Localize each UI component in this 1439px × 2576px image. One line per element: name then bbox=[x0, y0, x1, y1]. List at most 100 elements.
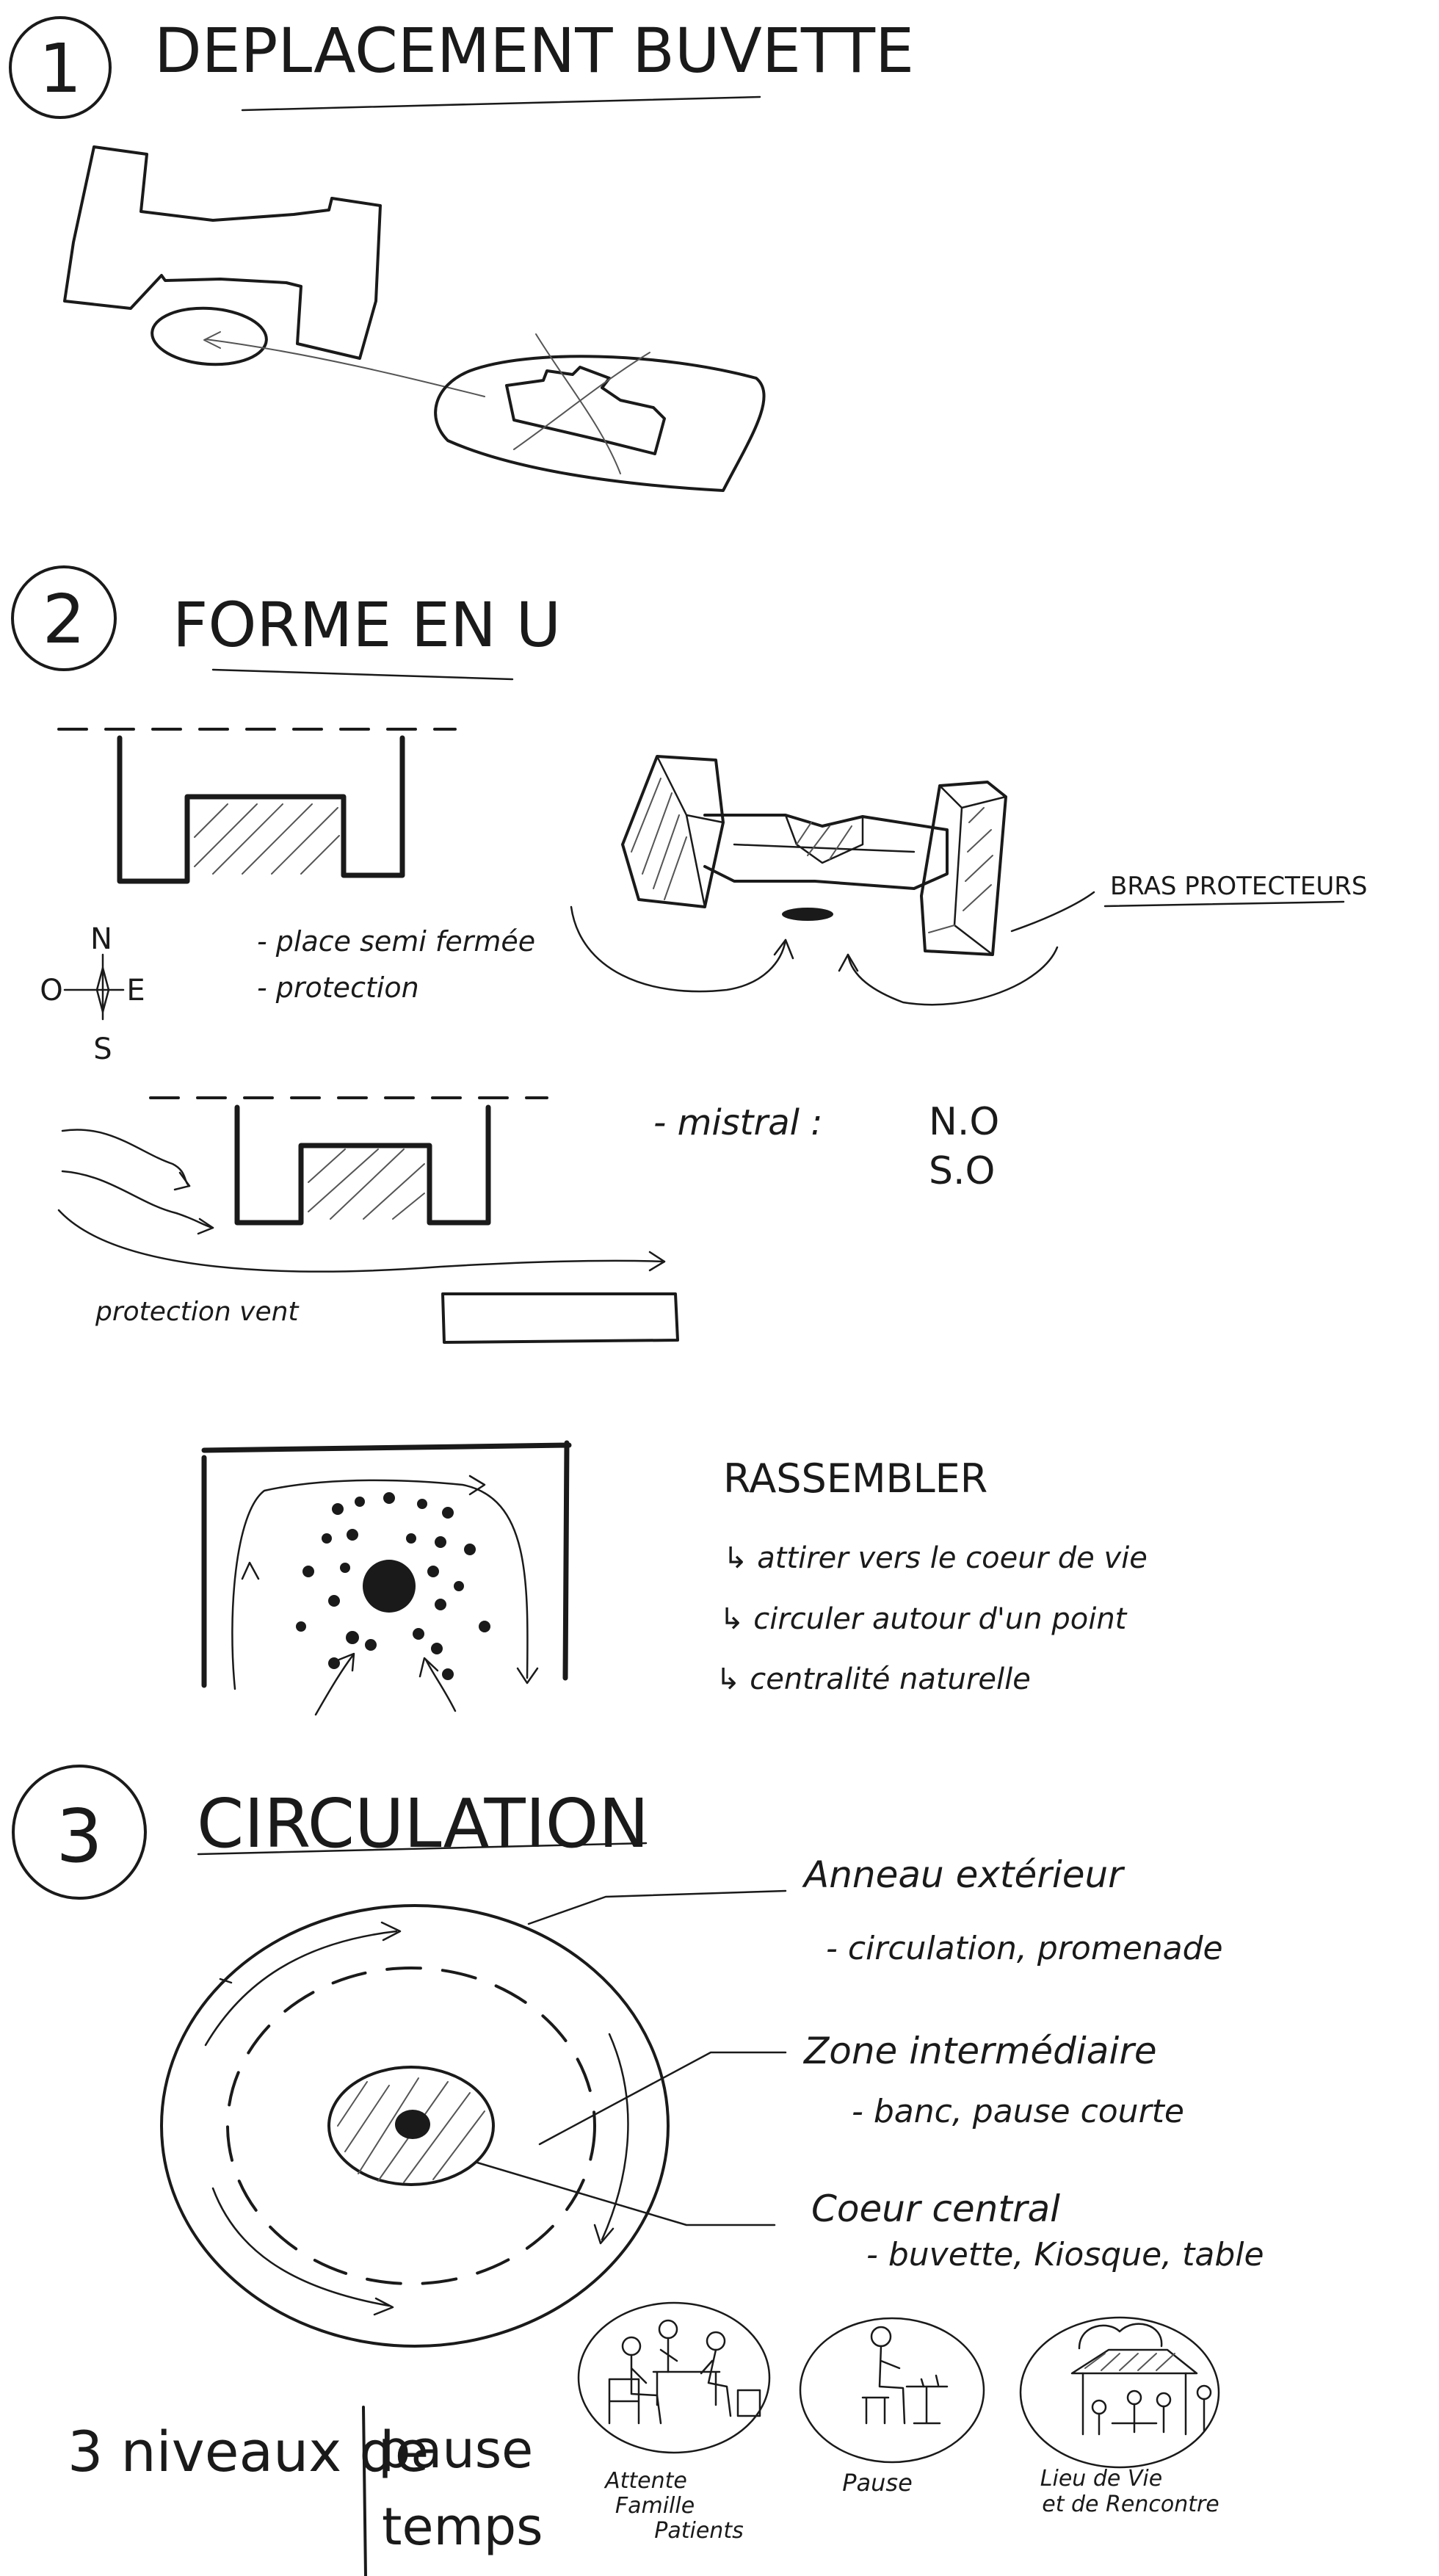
relocation-arrow-line bbox=[205, 339, 485, 397]
east-wing-hatching bbox=[928, 807, 993, 933]
central-buvette-point bbox=[395, 2110, 430, 2139]
compass-east: E bbox=[126, 974, 145, 1007]
meeting-pergola-roof bbox=[1070, 2348, 1198, 2375]
section-1-title: DEPLACEMENT BUVETTE bbox=[154, 15, 914, 87]
rassembler-item-3: ↳ centralité naturelle bbox=[716, 1663, 1031, 1696]
central-heart-ellipse bbox=[327, 2066, 495, 2186]
bras-label-leader bbox=[1010, 891, 1095, 933]
cross-out-stroke-2 bbox=[513, 352, 650, 450]
u-plan-1-building bbox=[117, 735, 405, 884]
rassembler-item-2: ↳ circuler autour d'un point bbox=[720, 1602, 1128, 1636]
old-site-outline bbox=[434, 355, 766, 492]
zone-central-name: Coeur central bbox=[811, 2188, 1060, 2230]
u-plan-1-courtyard bbox=[192, 802, 339, 872]
pause-heading-left: 3 niveaux de bbox=[68, 2419, 429, 2484]
waiting-person-1-body bbox=[630, 2354, 662, 2425]
compass-west: O bbox=[40, 974, 62, 1007]
u-building-perspective-sketch bbox=[570, 755, 1095, 1006]
zone-intermediate-detail: - banc, pause courte bbox=[852, 2093, 1184, 2130]
gathering-frame bbox=[201, 1440, 572, 1688]
flow-arrow-bottom-head bbox=[373, 2297, 394, 2316]
approach-arrow-2 bbox=[424, 1658, 457, 1712]
outer-ring bbox=[160, 1904, 670, 2348]
embrace-arrow-left bbox=[570, 905, 787, 993]
gathering-circulation-loop bbox=[231, 1479, 529, 1690]
vignette-meeting-caption-1: Lieu de Vie bbox=[1040, 2466, 1162, 2492]
vignette-pause-caption: Pause bbox=[842, 2469, 913, 2497]
section-3-number: 3 bbox=[56, 1793, 103, 1879]
u-plan-2-hatching bbox=[308, 1148, 425, 1220]
vignette-waiting-caption-1: Attente bbox=[603, 2468, 687, 2494]
compass-needle bbox=[95, 966, 110, 1013]
vignette-waiting: Attente Famille Patients bbox=[577, 2301, 771, 2544]
compass-rose: N S E O bbox=[40, 922, 145, 1066]
central-bar-volume bbox=[703, 814, 949, 890]
waiting-person-2-body bbox=[659, 2337, 678, 2373]
wind-line-2 bbox=[61, 1170, 214, 1229]
loop-arrow-top bbox=[468, 1475, 486, 1496]
vignette-pause-frame bbox=[799, 2317, 985, 2464]
pause-heading-pause: pause bbox=[378, 2420, 533, 2480]
pause-levels: 3 niveaux de pause temps Attente Famille… bbox=[68, 2301, 1220, 2576]
wind-barrier bbox=[441, 1292, 679, 1344]
mistral-label: - mistral : bbox=[653, 1102, 822, 1143]
note-semi-closed-place: - place semi fermée bbox=[257, 925, 535, 958]
u-plan-2-building bbox=[234, 1104, 491, 1226]
section-1: 1 DEPLACEMENT BUVETTE bbox=[9, 15, 914, 492]
waiting-person-2-head bbox=[658, 2319, 678, 2340]
section-2-title: FORME EN U bbox=[173, 589, 561, 661]
flow-arrow-bottom bbox=[211, 2187, 391, 2307]
cross-out-stroke-1 bbox=[535, 333, 621, 474]
mistral-direction-nw: N.O bbox=[929, 1100, 999, 1144]
mistral-direction-sw: S.O bbox=[929, 1149, 995, 1193]
zone-outer-detail: - circulation, promenade bbox=[826, 1930, 1223, 1967]
flow-arrow-top-head bbox=[380, 1921, 402, 1942]
flow-arrow-right bbox=[601, 2033, 629, 2241]
compass-cross bbox=[63, 953, 125, 1021]
section-2-title-underline bbox=[211, 668, 514, 681]
existing-building-outline bbox=[63, 145, 382, 360]
embrace-arrow-right bbox=[847, 946, 1059, 1006]
pause-stool bbox=[861, 2396, 890, 2425]
compass-south: S bbox=[93, 1032, 112, 1066]
zone-legend: Anneau extérieur - circulation, promenad… bbox=[802, 1853, 1264, 2273]
waiting-person-3-body bbox=[700, 2348, 732, 2417]
loop-arrow-right bbox=[516, 1667, 539, 1685]
section-3: 3 CIRCULATION Anneau extérieur - circula… bbox=[12, 1765, 1264, 2348]
section-3-title-underline bbox=[197, 1842, 648, 1856]
west-wing-hatching bbox=[631, 778, 687, 900]
embrace-arrow-right-head bbox=[838, 953, 859, 972]
section-1-title-underline bbox=[241, 95, 761, 112]
meeting-person-3-head bbox=[1156, 2392, 1172, 2408]
rassembler-notes: RASSEMBLER ↳ attirer vers le coeur de vi… bbox=[716, 1455, 1148, 1696]
bras-protecteurs-underline bbox=[1103, 900, 1345, 908]
meeting-pergola-posts bbox=[1081, 2372, 1187, 2436]
gathering-diagram bbox=[201, 1440, 572, 1716]
new-buvette-location bbox=[151, 306, 268, 366]
section-2: 2 FORME EN U N S E O - place semi fermée… bbox=[11, 565, 1367, 1716]
pause-cups bbox=[920, 2374, 940, 2388]
section-3-title: CIRCULATION bbox=[197, 1784, 649, 1863]
wind-deflection-line bbox=[57, 1209, 666, 1273]
pause-table bbox=[905, 2385, 949, 2425]
meeting-tree bbox=[1078, 2323, 1163, 2350]
pause-person-head bbox=[870, 2326, 892, 2348]
section-2-number-circle bbox=[11, 565, 117, 671]
pause-heading-temps: temps bbox=[382, 2497, 543, 2557]
intermediate-zone-dashed-ring bbox=[226, 1967, 596, 2285]
flow-arrow-right-head bbox=[593, 2224, 615, 2245]
flow-arrow-left-tick bbox=[219, 1978, 233, 1984]
zone-intermediate-name: Zone intermédiaire bbox=[802, 2030, 1157, 2072]
relocation-arrow-head bbox=[203, 331, 221, 349]
rassembler-heading: RASSEMBLER bbox=[723, 1455, 987, 1502]
pause-person-body bbox=[878, 2345, 906, 2425]
west-wing-edges bbox=[656, 755, 725, 908]
approach-arrow-1-head bbox=[338, 1652, 355, 1672]
u-plan-1-hatching bbox=[194, 803, 340, 875]
note-protection: - protection bbox=[257, 972, 419, 1004]
vignette-waiting-frame bbox=[577, 2301, 771, 2454]
meeting-person-2-head bbox=[1126, 2389, 1142, 2406]
section-1-number: 1 bbox=[39, 29, 82, 108]
section-2-number: 2 bbox=[43, 580, 86, 659]
waiting-person-3-head bbox=[706, 2331, 726, 2351]
